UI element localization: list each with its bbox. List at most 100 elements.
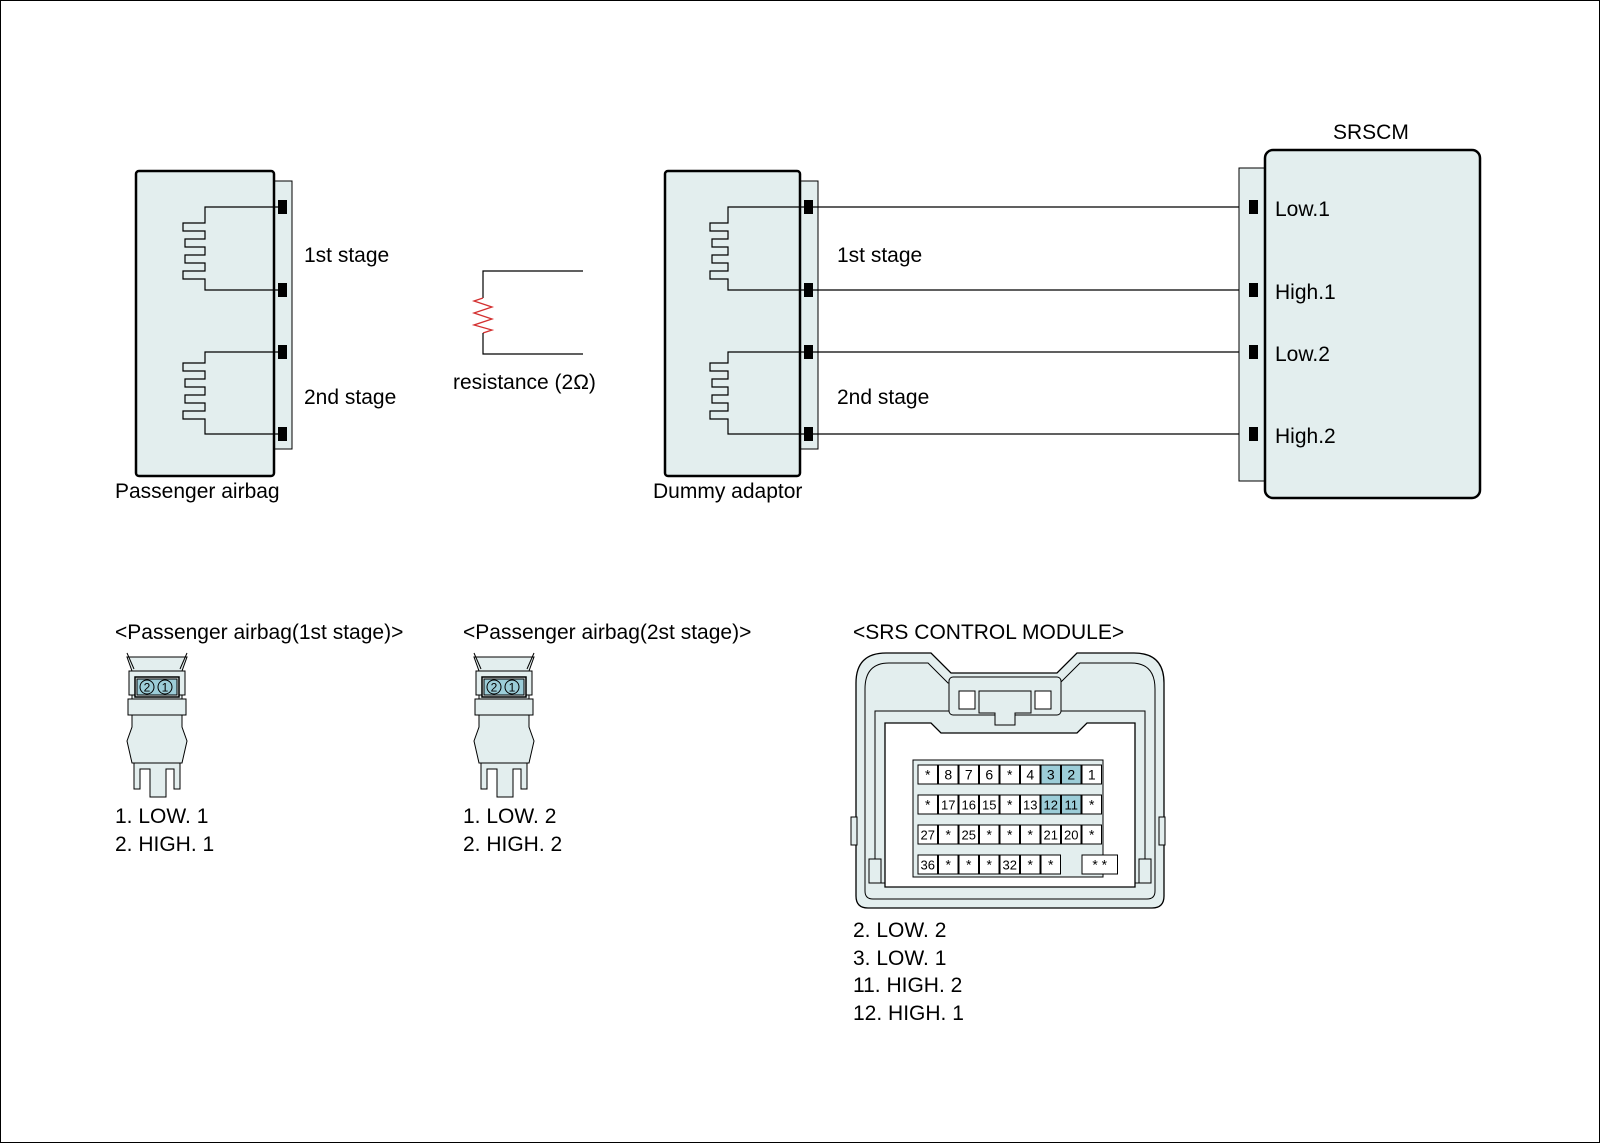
module-pin-cell [999,764,1020,785]
module-pin-cell [938,854,959,875]
airbag2-connector: 2 1 [473,652,535,798]
module-pin-cell [1020,824,1041,845]
module-pin-number: 36 [921,858,935,873]
airbag1-connector-title: <Passenger airbag(1st stage)> [115,621,404,644]
legend-item: 1. LOW. 1 [115,805,209,828]
module-pin-cell [1020,764,1041,785]
legend-item: 12. HIGH. 1 [853,1001,964,1025]
module-pin-cell [979,794,1000,815]
module-pin-cell [1040,794,1061,815]
airbag1-pin-2: 2 [144,681,151,695]
airbag-terminal-1 [278,200,287,214]
module-pin-number: * [1028,857,1034,873]
airbag2-pin-2: 2 [491,681,498,695]
module-pin-number: * * [1092,857,1107,873]
airbag2-connector-title: <Passenger airbag(2st stage)> [463,621,752,644]
module-pin-cell [1020,854,1041,875]
module-pin-number: * [966,857,972,873]
module-pin-number: 21 [1044,828,1058,843]
srscm-title: SRSCM [1333,121,1409,144]
srscm-terminal-2 [1249,283,1258,297]
srscm-terminal-1 [1249,200,1258,214]
module-pin-number: 8 [944,767,952,783]
adaptor-terminal-4 [804,427,813,441]
module-pin-number: 16 [962,798,976,813]
module-pin-cell [958,794,979,815]
srscm-pin-high1: High.1 [1275,281,1336,304]
module-pin-number: * [1007,797,1013,813]
module-pin-cell [1081,854,1118,875]
harness-wires [813,206,1249,435]
module-pin-cell [917,794,938,815]
airbag1-pin-1: 1 [162,681,169,695]
legend-item: 2. HIGH. 1 [115,832,215,856]
srscm-terminal-4 [1249,427,1258,441]
module-pin-number: * [925,767,931,783]
module-pin-cell [1081,824,1102,845]
airbag-terminal-2 [278,283,287,297]
legend-item: 3. LOW. 1 [853,946,947,970]
module-pin-number: * [925,797,931,813]
adaptor-stage1-squib [709,206,804,291]
dummy-adaptor-unit [663,169,819,478]
srscm-unit [1238,148,1482,500]
resistance-symbol [471,270,583,355]
dummy-adaptor-label: Dummy adaptor [653,480,803,503]
module-pin-cell [958,764,979,785]
airbag-terminal-4 [278,427,287,441]
module-pin-cell [1061,764,1082,785]
airbag-stage1-squib [182,206,278,291]
airbag1-connector: 2 1 [126,652,188,798]
module-pin-number: 11 [1065,798,1079,813]
module-pin-cell [999,824,1020,845]
resistance-label: resistance (2Ω) [453,371,596,394]
module-pin-cell [917,824,938,845]
module-pin-cell [917,854,938,875]
module-pin-cell [1061,794,1082,815]
airbag-stage2-label: 2nd stage [304,386,397,409]
module-pin-number: 27 [921,828,935,843]
adaptor-terminal-1 [804,200,813,214]
module-pin-number: * [1048,857,1054,873]
module-pin-cell [979,854,1000,875]
module-pin-number: * [1089,797,1095,813]
module-pin-number: 3 [1047,767,1055,783]
module-pin-number: 2 [1067,767,1075,783]
module-pin-number: 4 [1026,767,1034,783]
legend-item: 2. LOW. 2 [853,919,947,942]
module-pin-cell [999,854,1020,875]
airbag-stage1-label: 1st stage [304,244,390,267]
airbag2-pin-1: 1 [509,681,516,695]
legend-item: 11. HIGH. 2 [853,974,963,997]
module-pin-number: * [1007,767,1013,783]
srscm-terminal-3 [1249,345,1258,359]
adaptor-terminal-2 [804,283,813,297]
module-pin-number: 25 [962,828,976,843]
airbag-terminal-3 [278,345,287,359]
module-pin-cell [917,764,938,785]
module-pin-cell [1061,824,1082,845]
module-pin-cell [1081,794,1102,815]
module-pin-number: * [1007,827,1013,843]
adaptor-terminal-3 [804,345,813,359]
module-pin-number: 1 [1088,767,1096,783]
module-pin-cell [1020,794,1041,815]
module-pin-number: * [946,857,952,873]
module-pin-cell [979,824,1000,845]
module-pin-cell [938,794,959,815]
module-pin-legend: 2. LOW. 2 3. LOW. 1 11. HIGH. 2 12. HIGH… [853,917,964,1027]
module-pin-number: 7 [965,767,973,783]
module-pin-cell [1040,764,1061,785]
srscm-pin-low2: Low.2 [1275,343,1330,366]
module-pin-cell [958,854,979,875]
module-pin-number: * [987,827,993,843]
srscm-pin-low1: Low.1 [1275,198,1330,221]
module-pin-number: * [1089,827,1095,843]
module-pin-number: 13 [1023,798,1037,813]
module-pin-number: 12 [1044,798,1058,813]
srs-module-title: <SRS CONTROL MODULE> [853,621,1125,644]
legend-item: 2. HIGH. 2 [463,832,563,856]
